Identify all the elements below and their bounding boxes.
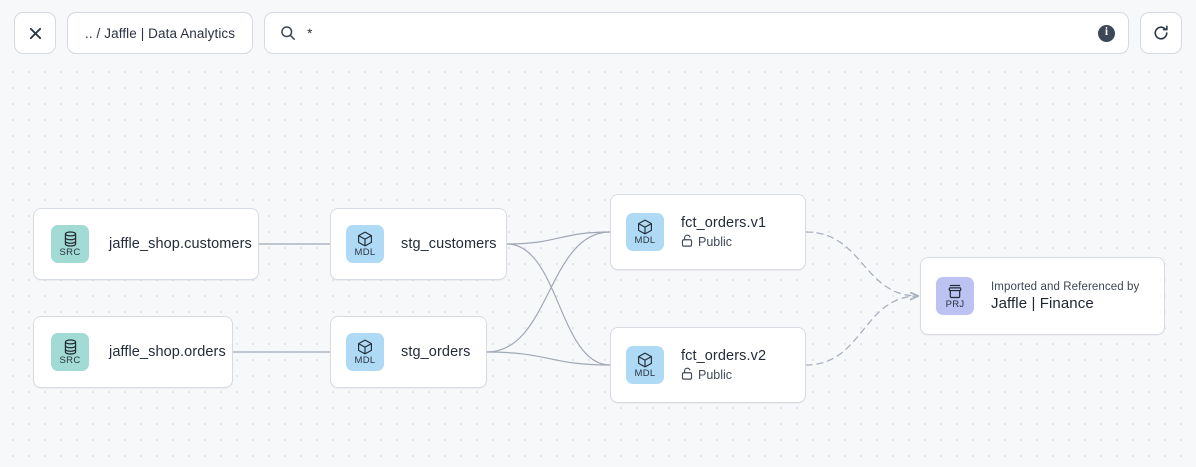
node-body: fct_orders.v2 Public [681,348,766,383]
cube-icon [357,231,373,248]
node-body: stg_customers [401,236,497,252]
node-access-label: Public [698,234,733,249]
node-body: jaffle_shop.customers [109,236,252,252]
close-button[interactable] [14,12,56,54]
node-fct-orders-v2[interactable]: MDL fct_orders.v2 Public [610,327,806,403]
node-prj-jaffle-finance[interactable]: PRJ Imported and Referenced by Jaffle | … [920,257,1165,335]
node-src-orders[interactable]: SRC jaffle_shop.orders [33,316,233,388]
mdl-type-badge: MDL [626,346,664,384]
search-icon [280,25,296,41]
search-input[interactable] [307,25,1087,41]
node-title: stg_customers [401,236,497,252]
node-body: stg_orders [401,344,471,360]
mdl-type-badge: MDL [626,213,664,251]
breadcrumb[interactable]: .. / Jaffle | Data Analytics [67,12,254,54]
database-icon [63,231,78,248]
node-body: fct_orders.v1 Public [681,215,766,250]
cube-icon [637,219,653,236]
breadcrumb-label: .. / Jaffle | Data Analytics [85,25,236,41]
mdl-type-label: MDL [634,234,656,246]
refresh-button[interactable] [1140,12,1182,54]
edge-fct-v2-prj-finance [805,296,918,366]
edge-stg-customers-fct-v2 [506,243,611,366]
node-stg-orders[interactable]: MDL stg_orders [330,316,487,388]
node-title: Jaffle | Finance [991,294,1094,312]
cube-icon [357,339,373,356]
cube-icon [637,352,653,369]
info-icon[interactable]: i [1098,24,1115,42]
node-stg-customers[interactable]: MDL stg_customers [330,208,507,280]
refresh-icon [1152,24,1170,42]
node-body: jaffle_shop.orders [109,344,226,360]
src-type-badge: SRC [51,225,89,263]
prj-type-badge: PRJ [936,277,974,315]
node-body: Imported and Referenced by Jaffle | Fina… [991,281,1139,312]
unlock-icon [681,367,693,383]
prj-type-label: PRJ [945,298,965,310]
unlock-icon [681,234,693,250]
close-icon [28,26,43,41]
edge-stg-customers-fct-v1 [506,231,611,245]
graph-canvas[interactable]: SRC jaffle_shop.customers SRC [0,58,1196,467]
src-type-badge: SRC [51,333,89,371]
node-access-label: Public [698,367,733,382]
edge-fct-v1-prj-finance [805,231,918,296]
node-title: fct_orders.v1 [681,214,767,231]
node-overline: Imported and Referenced by [991,280,1140,293]
node-title: jaffle_shop.orders [109,344,226,360]
src-type-label: SRC [59,354,81,366]
node-title: jaffle_shop.customers [109,236,252,252]
mdl-type-label: MDL [354,354,376,366]
node-access: Public [681,367,766,383]
node-fct-orders-v1[interactable]: MDL fct_orders.v1 Public [610,194,806,270]
edge-stg-orders-fct-v1 [486,231,611,353]
mdl-type-label: MDL [634,367,656,379]
toolbar: .. / Jaffle | Data Analytics i [0,0,1196,66]
node-title: fct_orders.v2 [681,347,767,364]
node-title: stg_orders [401,344,471,360]
src-type-label: SRC [59,246,81,258]
archive-box-icon [947,283,963,300]
edge-stg-orders-fct-v2 [486,351,611,366]
graph-edges [232,231,1196,366]
node-access: Public [681,234,766,250]
mdl-type-label: MDL [354,246,376,258]
mdl-type-badge: MDL [346,333,384,371]
node-src-customers[interactable]: SRC jaffle_shop.customers [33,208,259,280]
database-icon [63,339,78,356]
search-field[interactable]: i [264,12,1129,54]
mdl-type-badge: MDL [346,225,384,263]
